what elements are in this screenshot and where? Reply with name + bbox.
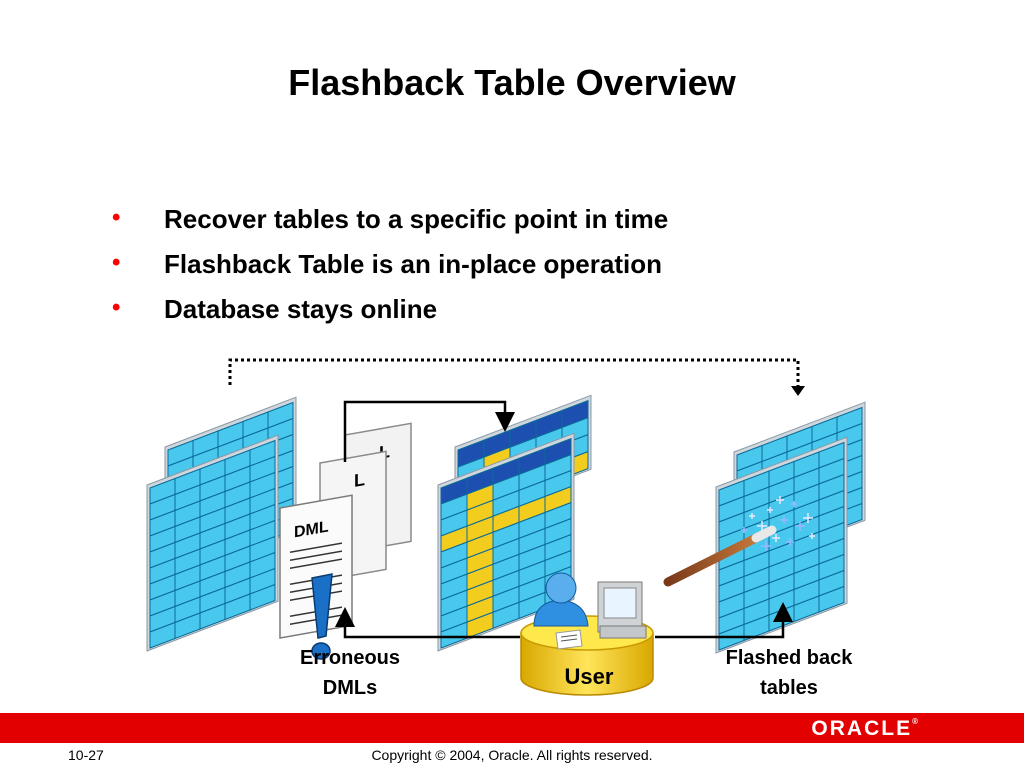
sparkle [757,521,767,531]
sparkle [749,513,755,519]
paper-note-icon [555,629,583,650]
dml-doc-label: DML [294,518,329,542]
oracle-logo: ORACLE® [811,717,918,741]
sparkle [803,513,813,523]
table-grid [146,434,279,652]
label-flashed-back-tables: Flashed back [726,647,854,669]
flashed-back-tables [715,401,866,654]
dotted-arrow-head [791,386,805,396]
sparkle [791,501,797,507]
bullet-dot: • [112,204,121,231]
flow-user-to-flashback [655,602,793,639]
sparkle [772,534,780,542]
flow-dml-to-table [343,400,515,462]
table-cell [818,585,845,613]
dotted-flashback-connector [228,358,800,390]
slide-title: Flashback Table Overview [288,62,736,103]
label-flashed-back-tables-line2: tables [760,677,818,699]
copyright-notice: Copyright © 2004, Oracle. All rights res… [371,747,653,763]
label-erroneous-dmls: Erroneous [300,647,400,669]
flashback-diagram: L L DML User [146,358,866,699]
footer-bar: ORACLE® [0,713,1024,743]
magic-sparkles [741,496,815,551]
dml-doc-label: L [354,469,365,491]
user-label: User [565,664,614,689]
label-erroneous-dmls-line2: DMLs [323,677,377,699]
sparkle [786,538,794,546]
oracle-logo-text: ORACLE [811,717,913,740]
computer-icon [597,581,647,639]
original-tables [146,396,297,652]
sparkle [741,527,747,533]
bullet-dot: • [112,294,121,321]
sparkle [761,541,771,551]
warning-exclamation-icon [311,573,333,660]
sparkle [795,521,805,531]
oracle-registered-mark: ® [912,717,918,726]
modified-tables [437,394,592,652]
sparkle [767,507,773,513]
sparkle [809,533,815,539]
person-icon [533,572,589,627]
sparkle [780,516,788,524]
flow-user-to-dml [335,607,520,639]
bullet-dot: • [112,249,121,276]
sparkle [776,496,784,504]
bullet-text: Database stays online [164,294,438,324]
page-number: 10-27 [68,747,104,763]
table-cell [249,583,276,611]
magic-wand-icon [663,525,777,587]
bullet-text: Flashback Table is an in-place operation [164,249,662,279]
table-grid [437,432,575,652]
bullet-text: Recover tables to a specific point in ti… [164,204,669,234]
